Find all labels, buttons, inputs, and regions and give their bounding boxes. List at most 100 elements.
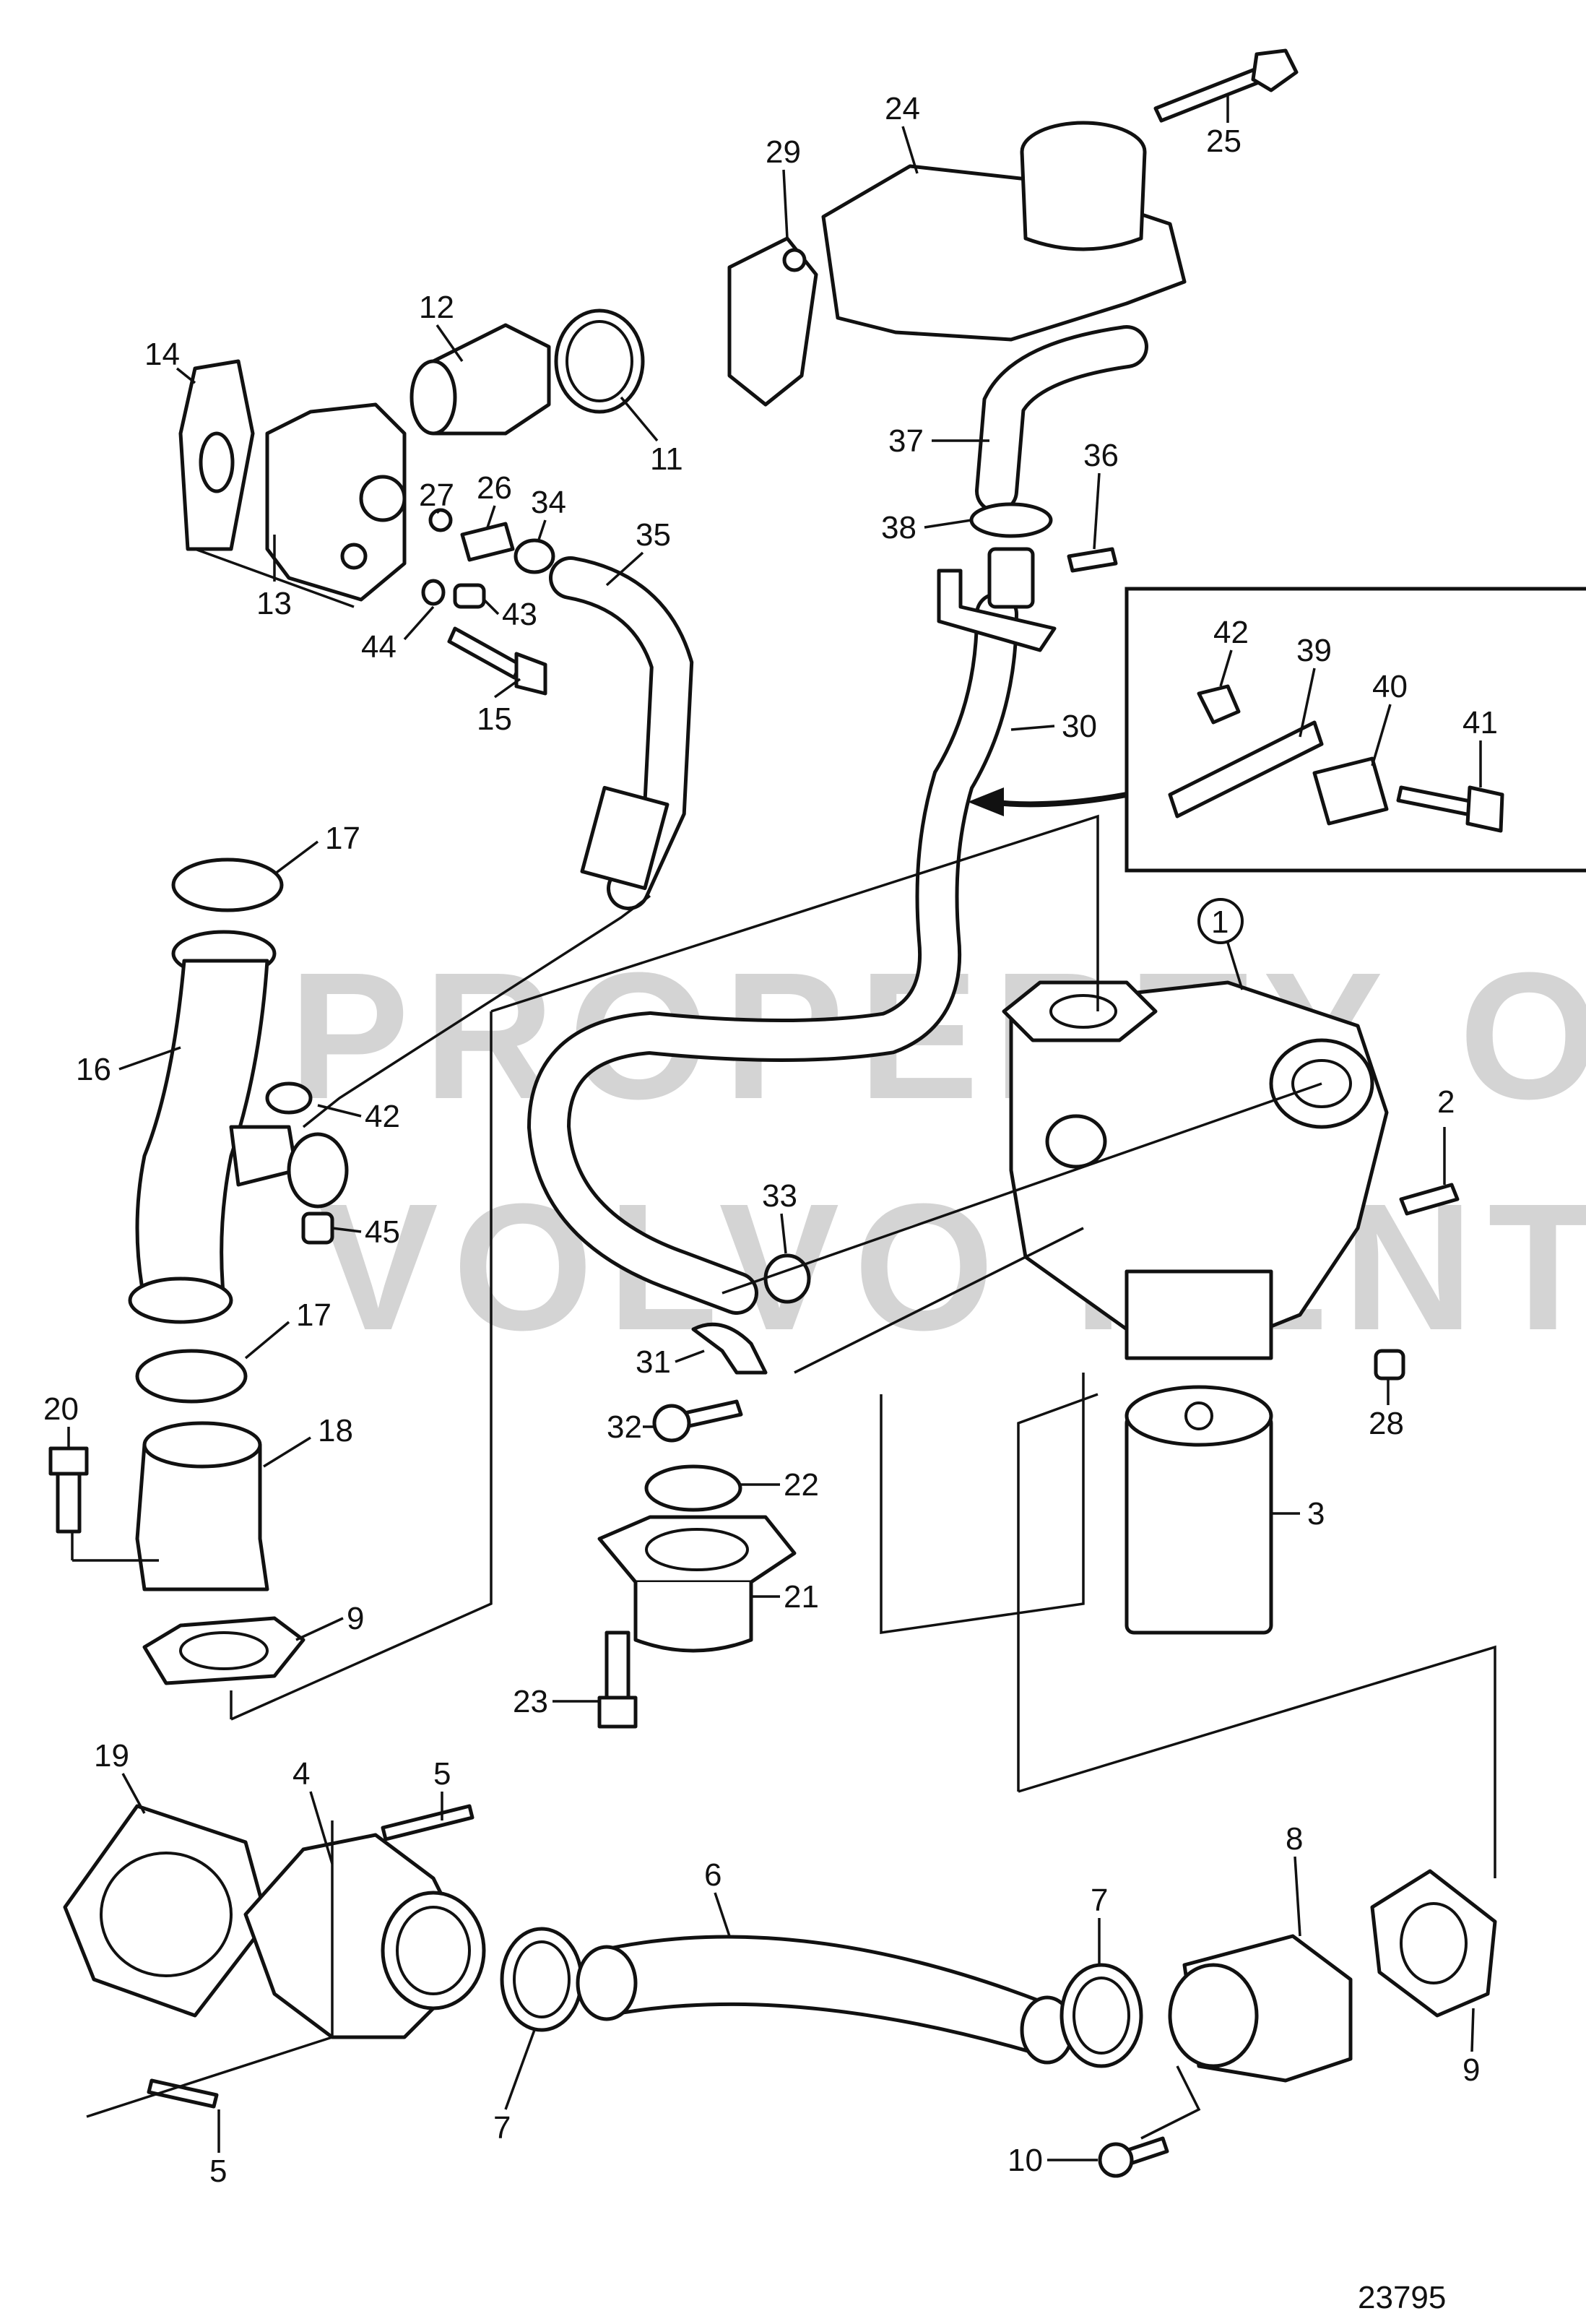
callout-38: 38 xyxy=(881,510,916,545)
oil-filter-group xyxy=(1124,1385,1273,1635)
bolt-5-top xyxy=(381,1804,474,1841)
callout-13: 13 xyxy=(256,586,292,621)
oil-filter-3-center xyxy=(1184,1401,1213,1430)
connector-21-group xyxy=(597,1464,797,1729)
seal-33 xyxy=(763,1253,811,1304)
inset-detail-box xyxy=(1124,587,1586,873)
bolt-20-head xyxy=(48,1446,89,1476)
clamp-42 xyxy=(265,1081,313,1115)
seal-17-bottom xyxy=(135,1349,248,1404)
callout-25: 25 xyxy=(1206,124,1242,159)
callout-4: 4 xyxy=(292,1756,310,1792)
callout-45: 45 xyxy=(365,1214,400,1250)
seal-17-top xyxy=(171,858,284,912)
callout-28: 28 xyxy=(1369,1406,1404,1441)
housing-24-neck xyxy=(1020,151,1147,251)
callout-17b: 17 xyxy=(296,1297,332,1333)
pump-1-boss xyxy=(1045,1114,1107,1169)
cover-13-port xyxy=(359,475,407,522)
bolt-23 xyxy=(604,1630,630,1707)
nipple-26 xyxy=(460,522,515,562)
oil-filter-3 xyxy=(1124,1414,1273,1635)
pipe-16-branch-end xyxy=(287,1132,349,1209)
callout-20: 20 xyxy=(43,1391,79,1427)
bolt-25 xyxy=(1153,66,1265,123)
callout-23: 23 xyxy=(513,1684,548,1719)
pump-1-filter-mount xyxy=(1124,1269,1273,1360)
pipe-6-left-end xyxy=(576,1945,638,2021)
bolt-2 xyxy=(1399,1183,1460,1216)
inset-pointer-arrow xyxy=(989,792,1127,808)
bolt-32-head xyxy=(652,1404,691,1443)
thermostat-cover-group xyxy=(178,308,645,696)
callout-33: 33 xyxy=(762,1178,797,1214)
gasket-19-hole xyxy=(100,1852,233,1977)
callout-24: 24 xyxy=(885,91,920,126)
gasket-14-hole xyxy=(199,431,235,493)
elbow-8-inlet xyxy=(1168,1963,1259,2068)
callout-7b: 7 xyxy=(1091,1883,1108,1918)
bracket-clip xyxy=(937,569,1057,652)
callout-10: 10 xyxy=(1008,2143,1043,2178)
gasket-9-right-hole xyxy=(1400,1902,1468,1984)
pipe-6 xyxy=(597,1935,1057,2061)
seal-11-inner xyxy=(566,320,633,402)
callout-1-circle xyxy=(1197,898,1244,944)
callout-5b: 5 xyxy=(209,2154,227,2189)
callout-40: 40 xyxy=(1372,669,1408,704)
gasket-29-hole xyxy=(782,248,807,272)
callout-17a: 17 xyxy=(325,821,360,856)
clamp-34 xyxy=(514,538,555,574)
connector-21-body xyxy=(633,1582,753,1653)
callout-35: 35 xyxy=(636,517,671,553)
water-pump-group xyxy=(652,980,1460,1443)
inset-pointer-arrowhead xyxy=(968,787,1004,816)
callout-2: 2 xyxy=(1437,1084,1455,1120)
callout-34: 34 xyxy=(531,485,566,520)
callout-41: 41 xyxy=(1462,705,1498,740)
bolt-15 xyxy=(447,626,522,680)
bolt-10-head xyxy=(1098,2142,1134,2178)
callout-5a: 5 xyxy=(433,1756,451,1792)
cover-13-hole xyxy=(340,543,368,570)
callout-3: 3 xyxy=(1307,1496,1325,1532)
thermostat-12-face xyxy=(410,359,457,436)
seal-7-right-inner xyxy=(1072,1977,1130,2055)
callout-14: 14 xyxy=(144,337,180,372)
callout-29: 29 xyxy=(766,134,801,170)
watermark-line-2: VOLVO PENTA xyxy=(318,1166,1586,1368)
callout-36: 36 xyxy=(1083,438,1119,473)
callouts: 1 2 3 4 5 5 6 7 7 8 9 9 10 11 12 13 14 xyxy=(43,91,1498,2189)
callout-42a: 42 xyxy=(1213,615,1249,650)
bolt-15-head xyxy=(514,652,547,696)
bottom-pipe-group xyxy=(63,1804,1497,2178)
callout-12: 12 xyxy=(419,290,454,325)
callout-9b: 9 xyxy=(1462,2052,1480,2088)
bracket-39 xyxy=(1168,720,1324,818)
callout-21: 21 xyxy=(784,1579,819,1615)
seal-22 xyxy=(644,1464,742,1512)
pump-1-top-port xyxy=(1049,994,1117,1029)
inset-detail-group xyxy=(1124,587,1586,873)
washer-44 xyxy=(421,579,446,606)
clamp-38 xyxy=(969,502,1053,538)
callout-11: 11 xyxy=(650,441,683,477)
thermostat-housing-group xyxy=(727,48,1299,407)
clip-31 xyxy=(691,1322,768,1375)
callout-7a: 7 xyxy=(493,2110,511,2146)
plug-43 xyxy=(453,583,486,609)
callout-37: 37 xyxy=(888,423,924,459)
callout-27: 27 xyxy=(419,478,454,513)
nut-42 xyxy=(1197,684,1241,725)
connector-18-top xyxy=(142,1421,262,1469)
bolt-25-head xyxy=(1251,48,1299,92)
callout-9a: 9 xyxy=(347,1601,364,1636)
bolt-5-bottom xyxy=(147,2078,219,2109)
callout-31: 31 xyxy=(636,1344,671,1380)
drawing-number: 23795 xyxy=(1358,2280,1446,2315)
connector-21-bore xyxy=(645,1528,749,1571)
callout-44: 44 xyxy=(361,629,396,665)
callout-30: 30 xyxy=(1062,709,1097,744)
callout-19: 19 xyxy=(94,1738,129,1774)
